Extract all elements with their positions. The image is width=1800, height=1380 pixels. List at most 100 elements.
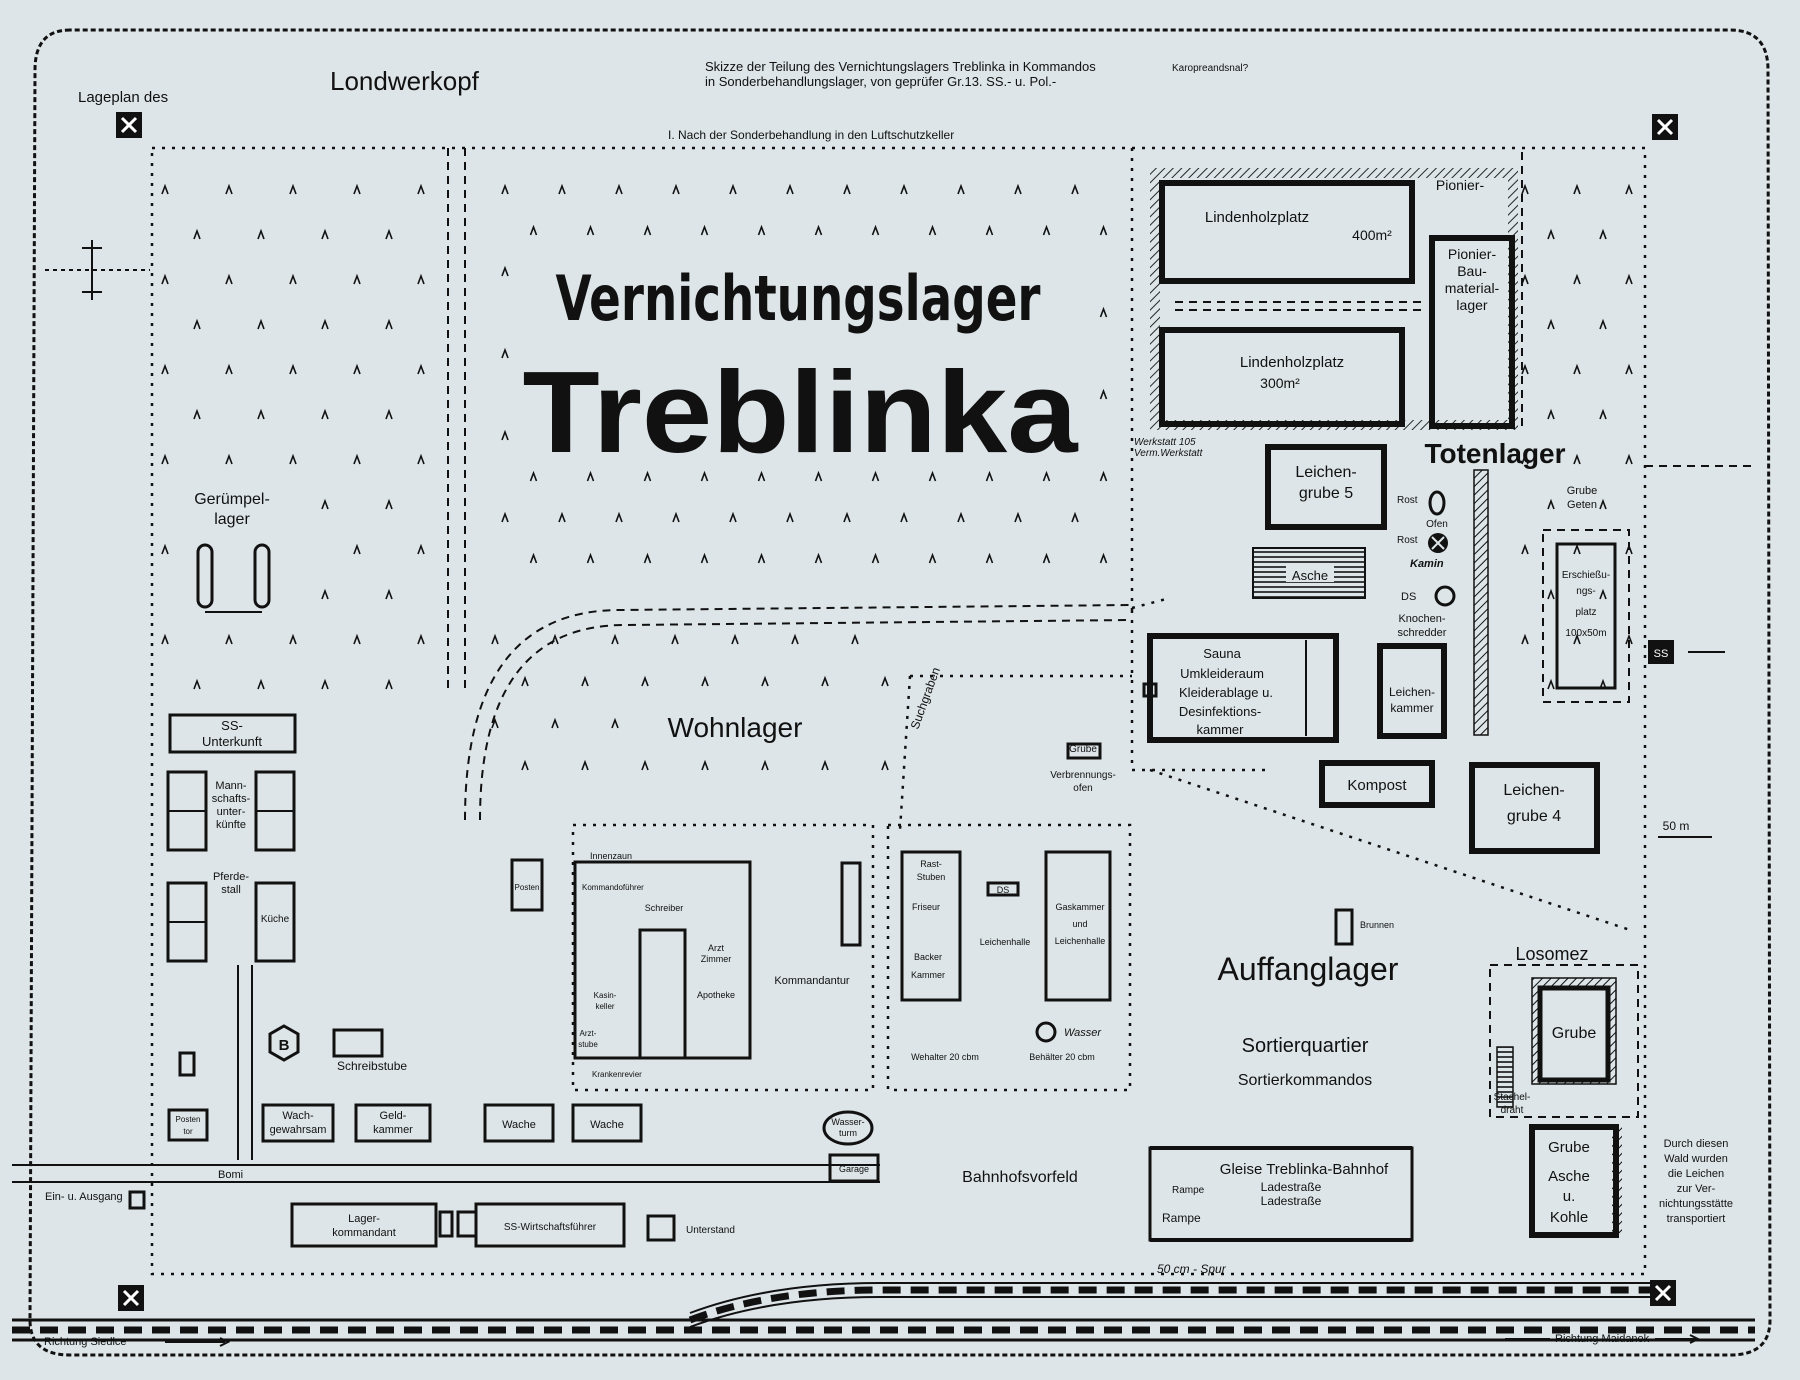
- tree-icon: [321, 498, 329, 510]
- posten-tor-label: Posten: [176, 1115, 201, 1124]
- tree-icon: [701, 759, 709, 771]
- tree-icon: [1625, 633, 1633, 645]
- garage-label: Garage: [839, 1164, 869, 1174]
- tree-icon: [1573, 543, 1581, 555]
- mannschaft-label: schafts-: [212, 793, 251, 805]
- tree-icon: [529, 552, 538, 564]
- route-note: I. Nach der Sonderbehandlung in den Luft…: [668, 128, 954, 142]
- tree-icon: [257, 678, 265, 690]
- tree-icon: [551, 717, 559, 729]
- wache-label: Wache: [590, 1119, 624, 1131]
- leichengrube4-label: grube 4: [1507, 808, 1561, 825]
- friseur-label: Friseur: [912, 902, 940, 912]
- tree-icon: [671, 633, 679, 645]
- grube-asche-kohle-label: Grube: [1548, 1139, 1590, 1156]
- tree-icon: [1099, 224, 1108, 236]
- rampe1-label: Rampe: [1172, 1185, 1205, 1196]
- grube-verbrennung-label: ofen: [1073, 783, 1092, 794]
- pferdestall-label: stall: [221, 884, 241, 896]
- pionier-lager-label: Pionier-: [1448, 246, 1497, 262]
- tree-icon: [353, 633, 361, 645]
- tree-icon: [761, 759, 769, 771]
- grube-label: Grube: [1552, 1025, 1597, 1042]
- spur-label: 50 cm - Spur: [1157, 1262, 1227, 1276]
- tree-icon: [161, 363, 169, 375]
- tree-icon: [1042, 470, 1051, 482]
- kamin-icon: [1428, 533, 1448, 553]
- wachgewahrsam-label: Wach-: [282, 1110, 314, 1122]
- tree-icon: [586, 224, 595, 236]
- tree-icon: [1599, 318, 1607, 330]
- map-title-line2: Treblinka: [523, 347, 1080, 477]
- gaskammer-label: Leichenhalle: [1055, 936, 1106, 946]
- tree-icon: [353, 543, 361, 555]
- ds-label: DS: [997, 885, 1010, 895]
- tree-icon: [761, 675, 769, 687]
- knochenschredder-label: Knochen-: [1398, 613, 1445, 625]
- pionier-label: Pionier-: [1436, 177, 1485, 193]
- tree-icon: [586, 552, 595, 564]
- tree-icon: [353, 363, 361, 375]
- kueche-label: Küche: [261, 914, 290, 925]
- tree-icon: [417, 453, 425, 465]
- leichengrube5-label: Leichen-: [1295, 464, 1356, 481]
- tree-icon: [615, 511, 623, 523]
- tree-icon: [729, 511, 737, 523]
- tree-icon: [1573, 363, 1581, 375]
- tree-icon: [1521, 453, 1529, 465]
- scale-label: 50 m: [1663, 819, 1690, 833]
- tree-icon: [701, 675, 709, 687]
- pionier-lager-label: material-: [1445, 280, 1500, 296]
- pionier-lager-label: Bau-: [1457, 263, 1487, 279]
- tree-icon: [1521, 183, 1529, 195]
- tree-icon: [193, 678, 201, 690]
- tree-icon: [1547, 318, 1555, 330]
- wald-note: Wald wurden: [1664, 1153, 1728, 1165]
- curved-road: [464, 604, 1133, 821]
- tree-icon: [501, 183, 509, 195]
- corner-marker-icon: [116, 112, 142, 138]
- tree-icon: [791, 633, 799, 645]
- grube-geten-label: Geten: [1567, 499, 1597, 511]
- tree-icon: [1014, 183, 1022, 195]
- raststube-label: Rast-: [920, 859, 942, 869]
- wald-note: nichtungsstätte: [1659, 1198, 1733, 1210]
- tree-icon: [843, 183, 851, 195]
- tree-icon: [1599, 408, 1607, 420]
- tree-icon: [558, 511, 566, 523]
- tree-icon: [417, 543, 425, 555]
- erschiessungsplatz-label: Erschießu-: [1562, 570, 1610, 581]
- tree-icon: [786, 511, 794, 523]
- leichenhalle-label: Leichenhalle: [980, 937, 1031, 947]
- tree-icon: [225, 453, 233, 465]
- tree-icon: [257, 318, 265, 330]
- lindenholz1-size: 400m²: [1352, 227, 1392, 243]
- tree-icon: [757, 552, 766, 564]
- tree-icon: [672, 511, 680, 523]
- tree-icon: [729, 183, 737, 195]
- tree-icon: [611, 717, 619, 729]
- tree-icon: [289, 363, 297, 375]
- leichenkammer-label: kammer: [1390, 701, 1433, 715]
- tree-icon: [851, 633, 859, 645]
- tree-icon: [900, 511, 908, 523]
- tree-icon: [786, 183, 794, 195]
- grube-asche-kohle-label: Asche: [1548, 1168, 1590, 1185]
- tree-icon: [1521, 543, 1529, 555]
- tree-icon: [1521, 633, 1529, 645]
- map-outer-border: [28, 28, 1772, 1357]
- stacheldraht-label: Stachel-: [1494, 1092, 1531, 1103]
- tree-icon: [551, 633, 559, 645]
- section-losomez: Losomez: [1515, 944, 1588, 964]
- ss-unterkunft-label: Unterkunft: [202, 734, 262, 749]
- tree-icon: [289, 453, 297, 465]
- tree-icon: [1599, 498, 1607, 510]
- tree-icon: [615, 183, 623, 195]
- tree-icon: [1573, 633, 1581, 645]
- kasinokeller-label: keller: [595, 1002, 614, 1011]
- tree-icon: [757, 470, 766, 482]
- mannschaft-label: künfte: [216, 819, 246, 831]
- tree-icon: [321, 588, 329, 600]
- tree-icon: [529, 470, 538, 482]
